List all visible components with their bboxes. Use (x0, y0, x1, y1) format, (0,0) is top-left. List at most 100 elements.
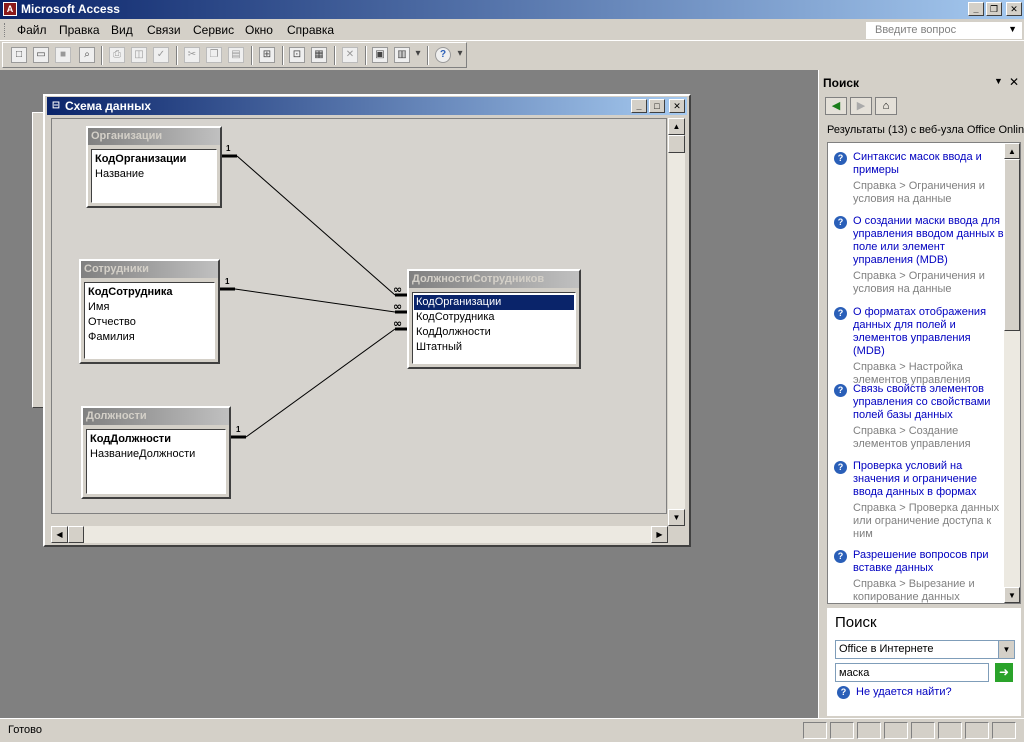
print-icon[interactable]: ⎙ (109, 47, 125, 63)
scroll-thumb[interactable] (668, 135, 685, 153)
search-scope-select[interactable]: Office в Интернете ▼ (835, 640, 1015, 659)
result-title[interactable]: О форматах отображения данных для полей … (853, 306, 987, 357)
child-minimize-button[interactable]: _ (631, 99, 647, 113)
relationships-canvas[interactable]: 1 1 1 ∞ ∞ ∞ Организации КодОрганизации Н… (51, 118, 667, 514)
child-close-button[interactable]: ✕ (669, 99, 685, 113)
horizontal-scrollbar[interactable]: ◀ ▶ (51, 526, 668, 543)
minimize-button[interactable]: _ (968, 2, 984, 16)
close-icon[interactable]: ✕ (1009, 75, 1020, 89)
field-item[interactable]: Фамилия (88, 331, 135, 343)
table-title[interactable]: Организации (88, 128, 220, 145)
field-item[interactable]: КодСотрудника (416, 311, 495, 323)
list-item[interactable]: ? Связь свойств элементов управления со … (834, 383, 1004, 451)
field-item-selected[interactable]: КодОрганизации (414, 295, 574, 310)
result-title[interactable]: О создании маски ввода для управления вв… (853, 215, 1004, 266)
show-direct-icon[interactable]: ⊡ (289, 47, 305, 63)
field-item[interactable]: КодСотрудника (88, 286, 173, 298)
field-item[interactable]: КодДолжности (90, 433, 171, 445)
spelling-icon[interactable]: ✓ (153, 47, 169, 63)
relation-line-employees[interactable] (234, 288, 396, 313)
field-item[interactable]: Отчество (88, 316, 136, 328)
restore-button[interactable]: ❐ (986, 2, 1002, 16)
home-icon[interactable]: ⌂ (875, 97, 897, 115)
result-title[interactable]: Проверка условий на значения и ограничен… (853, 460, 978, 498)
scroll-left-icon[interactable]: ◀ (51, 526, 68, 543)
vertical-scrollbar[interactable]: ▲ ▼ (668, 118, 685, 526)
print-preview-icon[interactable]: ◫ (131, 47, 147, 63)
table-title[interactable]: ДолжностиСотрудников (409, 271, 579, 288)
field-item[interactable]: Название (95, 168, 145, 180)
menu-grip[interactable] (4, 23, 7, 37)
table-employee-positions[interactable]: ДолжностиСотрудников КодОрганизации КодС… (407, 269, 581, 369)
cant-find-text[interactable]: Не удается найти? (856, 686, 952, 698)
menu-window[interactable]: Окно (245, 23, 273, 37)
scroll-thumb[interactable] (1004, 159, 1020, 331)
chevron-down-icon[interactable]: ▾ (415, 48, 421, 59)
list-item[interactable]: ? О форматах отображения данных для поле… (834, 306, 1004, 387)
chevron-down-icon[interactable]: ▼ (1008, 24, 1017, 34)
new-object-icon[interactable]: ▥ (394, 47, 410, 63)
show-table-icon[interactable]: ⊞ (259, 47, 275, 63)
list-item[interactable]: ? Проверка условий на значения и огранич… (834, 460, 1004, 541)
resize-grip-icon[interactable] (668, 526, 685, 543)
result-title[interactable]: Связь свойств элементов управления со св… (853, 383, 991, 421)
menu-help[interactable]: Справка (287, 23, 335, 37)
field-list[interactable]: КодСотрудника Имя Отчество Фамилия (84, 282, 215, 359)
back-icon[interactable]: ◀ (825, 97, 847, 115)
help-icon[interactable]: ? (435, 47, 451, 63)
help-question-input[interactable]: Введите вопрос ▼ (866, 22, 1022, 39)
field-item[interactable]: КодДолжности (416, 326, 491, 338)
relation-line-positions[interactable] (245, 328, 396, 438)
table-title[interactable]: Должности (83, 408, 229, 425)
delete-icon[interactable]: ✕ (342, 47, 358, 63)
save-icon[interactable]: ■ (55, 47, 71, 63)
relationships-window-title-bar[interactable]: ⊟ Схема данных _ □ ✕ (47, 97, 687, 115)
child-maximize-button[interactable]: □ (649, 99, 665, 113)
menu-relations[interactable]: Связи (147, 23, 181, 37)
menu-tools[interactable]: Сервис (193, 23, 235, 37)
results-scrollbar[interactable]: ▲ ▼ (1004, 143, 1020, 603)
field-item[interactable]: НазваниеДолжности (90, 448, 196, 460)
chevron-down-icon[interactable]: ▼ (998, 641, 1014, 658)
field-item[interactable]: Имя (88, 301, 110, 313)
field-list[interactable]: КодОрганизации КодСотрудника КодДолжност… (412, 292, 576, 364)
relation-line-organizations[interactable] (236, 155, 396, 296)
list-item[interactable]: ? Разрешение вопросов при вставке данных… (834, 549, 1004, 603)
result-title[interactable]: Разрешение вопросов при вставке данных (853, 549, 989, 574)
scroll-down-icon[interactable]: ▼ (668, 509, 685, 526)
table-title[interactable]: Сотрудники (81, 261, 218, 278)
scroll-up-icon[interactable]: ▲ (668, 118, 685, 135)
search-input[interactable] (835, 663, 989, 682)
scroll-thumb[interactable] (68, 526, 84, 543)
table-positions[interactable]: Должности КодДолжности НазваниеДолжности (81, 406, 231, 499)
paste-icon[interactable]: ▤ (228, 47, 244, 63)
search-go-button[interactable]: ➜ (995, 663, 1013, 682)
field-list[interactable]: КодДолжности НазваниеДолжности (86, 429, 226, 494)
show-all-icon[interactable]: ▦ (311, 47, 327, 63)
result-title[interactable]: Синтаксис масок ввода и примеры (853, 151, 982, 176)
scroll-up-icon[interactable]: ▲ (1004, 143, 1020, 159)
menu-edit[interactable]: Правка (59, 23, 100, 37)
file-search-icon[interactable]: ⌕ (79, 47, 95, 63)
scroll-right-icon[interactable]: ▶ (651, 526, 668, 543)
database-window-icon[interactable]: ▣ (372, 47, 388, 63)
toolbar-options-icon[interactable]: ▾ (457, 48, 463, 59)
open-icon[interactable]: ▭ (33, 47, 49, 63)
table-organizations[interactable]: Организации КодОрганизации Название (86, 126, 222, 208)
menu-view[interactable]: Вид (111, 23, 133, 37)
field-list[interactable]: КодОрганизации Название (91, 149, 217, 203)
new-icon[interactable]: □ (11, 47, 27, 63)
scroll-down-icon[interactable]: ▼ (1004, 587, 1020, 603)
chevron-down-icon[interactable]: ▼ (994, 76, 1003, 86)
list-item[interactable]: ? О создании маски ввода для управления … (834, 215, 1004, 296)
close-button[interactable]: ✕ (1006, 2, 1022, 16)
forward-icon[interactable]: ▶ (850, 97, 872, 115)
table-employees[interactable]: Сотрудники КодСотрудника Имя Отчество Фа… (79, 259, 220, 364)
field-item[interactable]: КодОрганизации (95, 153, 187, 165)
menu-file[interactable]: Файл (17, 23, 47, 37)
cut-icon[interactable]: ✂ (184, 47, 200, 63)
list-item[interactable]: ? Синтаксис масок ввода и примеры Справк… (834, 151, 1004, 206)
cant-find-link[interactable]: ?Не удается найти? (837, 686, 952, 699)
copy-icon[interactable]: ❐ (206, 47, 222, 63)
field-item[interactable]: Штатный (416, 341, 463, 353)
